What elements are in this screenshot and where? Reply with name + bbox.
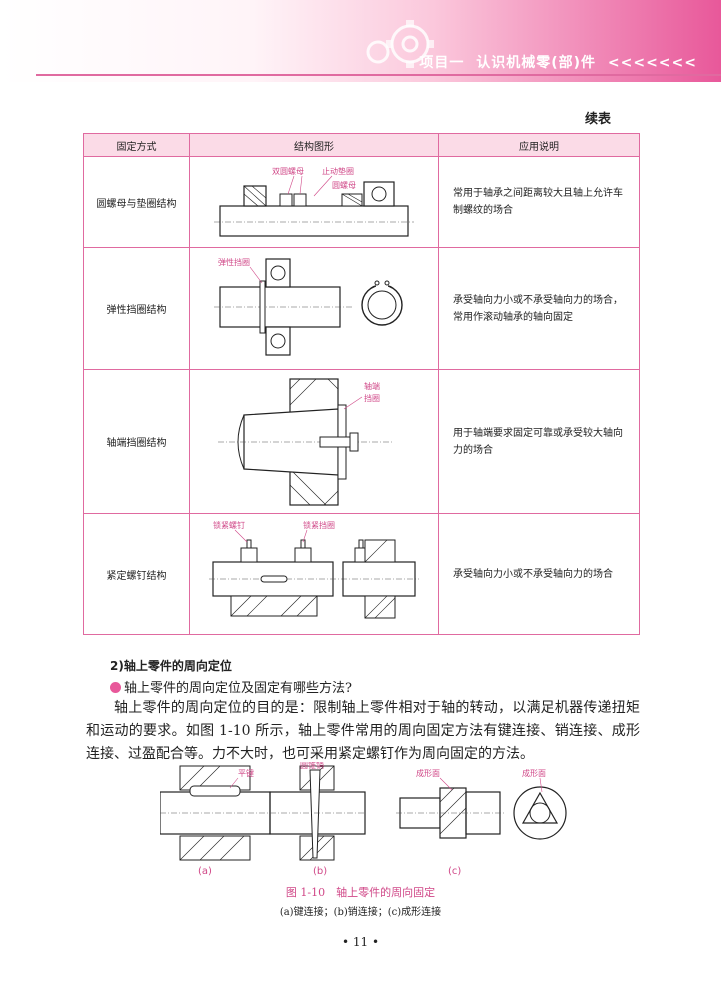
row-figure: 轴端 挡圈 — [189, 369, 439, 514]
label-locking-screw: 锁紧螺钉 — [213, 520, 245, 530]
row-method: 圆螺母与垫圈结构 — [83, 156, 190, 248]
row-figure: 弹性挡圈 — [189, 247, 439, 370]
header-arrows: <<<<<<< — [607, 55, 697, 71]
table-row: 轴端挡圈结构 轴端 挡圈 用于轴端要求固定可靠或承受较大轴向力的场合 — [83, 369, 640, 514]
set-screw-drawing: 锁紧螺钉 锁紧挡圈 — [209, 518, 419, 630]
col-header-method: 固定方式 — [83, 133, 190, 157]
sub-label-a: (a) — [198, 866, 212, 877]
section-heading: 2)轴上零件的周向定位 — [110, 659, 232, 673]
col-header-figure: 结构图形 — [189, 133, 439, 157]
table-row: 紧定螺钉结构 锁紧螺钉 锁紧挡圈 — [83, 513, 640, 635]
label-flat-key: 平键 — [238, 768, 254, 778]
header-title: 项目一 认识机械零(部)件 <<<<<<< — [413, 52, 697, 72]
page-number: • 11 • — [341, 935, 380, 949]
header-divider — [36, 74, 721, 76]
row-figure: 双圆螺母 止动垫圈 圆螺母 — [189, 156, 439, 248]
table-row: 弹性挡圈结构 弹性挡圈 承受轴向力小或不承受轴向力的场合，常用作滚动轴承的轴向固… — [83, 247, 640, 370]
header-chapter-title: 认识机械零(部)件 — [476, 55, 596, 71]
fixing-methods-table: 固定方式 结构图形 应用说明 圆螺母与垫圈结构 双圆螺母 止动垫圈 圆螺母 — [83, 133, 640, 635]
sub-label-c: (c) — [448, 866, 462, 877]
paragraph-text: 轴上零件的周向定位的目的是：限制轴上零件相对于轴的转动，以满足机器传递扭矩和运动… — [86, 700, 640, 762]
gear-icon — [366, 20, 434, 68]
label-round-nut: 圆螺母 — [332, 180, 356, 190]
label-retaining-ring: 挡圈 — [364, 393, 380, 403]
label-stop-washer: 止动垫圈 — [322, 166, 354, 176]
table-continued-label: 续表 — [585, 112, 612, 127]
row-desc: 常用于轴承之间距离较大且轴上允许车制螺纹的场合 — [438, 156, 640, 248]
label-double-round-nut: 双圆螺母 — [272, 166, 304, 176]
row-method: 轴端挡圈结构 — [83, 369, 190, 514]
row-desc: 承受轴向力小或不承受轴向力的场合 — [438, 513, 640, 635]
figure-b-pin-connection: 圆锥销 — [269, 762, 366, 861]
row-figure: 锁紧螺钉 锁紧挡圈 — [189, 513, 439, 635]
header-project: 项目一 — [419, 55, 465, 71]
row-method: 紧定螺钉结构 — [83, 513, 190, 635]
body-paragraph: 轴上零件的周向定位的目的是：限制轴上零件相对于轴的转动，以满足机器传递扭矩和运动… — [86, 697, 640, 766]
table-row: 圆螺母与垫圈结构 双圆螺母 止动垫圈 圆螺母 常用于轴承之间距离较大且轴上允许车… — [83, 156, 640, 248]
figure-c-form-connection: 成形面 成形面 — [396, 768, 567, 840]
shaft-end-retaining-ring-drawing: 轴端 挡圈 — [214, 374, 414, 509]
label-shaft-end: 轴端 — [364, 381, 380, 391]
row-method: 弹性挡圈结构 — [83, 247, 190, 370]
row-desc: 用于轴端要求固定可靠或承受较大轴向力的场合 — [438, 369, 640, 514]
bullet-dot-icon — [110, 682, 121, 693]
row-desc: 承受轴向力小或不承受轴向力的场合，常用作滚动轴承的轴向固定 — [438, 247, 640, 370]
section-question: 轴上零件的周向定位及固定有哪些方法? — [110, 677, 352, 696]
figure-caption: 图 1-10 轴上零件的周向固定 — [285, 886, 436, 899]
spring-retaining-ring-drawing: 弹性挡圈 — [214, 252, 414, 365]
label-form-surface-2: 成形面 — [522, 768, 546, 778]
question-text: 轴上零件的周向定位及固定有哪些方法? — [124, 681, 352, 696]
label-locking-ring: 锁紧挡圈 — [303, 520, 335, 530]
page-header: 项目一 认识机械零(部)件 <<<<<<< — [0, 0, 721, 82]
figure-subcaption: (a)键连接；(b)销连接；(c)成形连接 — [279, 907, 442, 918]
label-spring-ring: 弹性挡圈 — [218, 257, 250, 267]
figure-1-10: 平键 圆锥销 成形面 成形面 — [160, 762, 567, 861]
label-form-surface-1: 成形面 — [416, 768, 440, 778]
col-header-desc: 应用说明 — [438, 133, 640, 157]
round-nut-washer-drawing: 双圆螺母 止动垫圈 圆螺母 — [214, 164, 414, 240]
sub-label-b: (b) — [313, 866, 328, 877]
label-taper-pin: 圆锥销 — [300, 762, 324, 770]
figure-a-key-connection: 平键 — [160, 765, 271, 861]
table-header-row: 固定方式 结构图形 应用说明 — [83, 133, 640, 157]
